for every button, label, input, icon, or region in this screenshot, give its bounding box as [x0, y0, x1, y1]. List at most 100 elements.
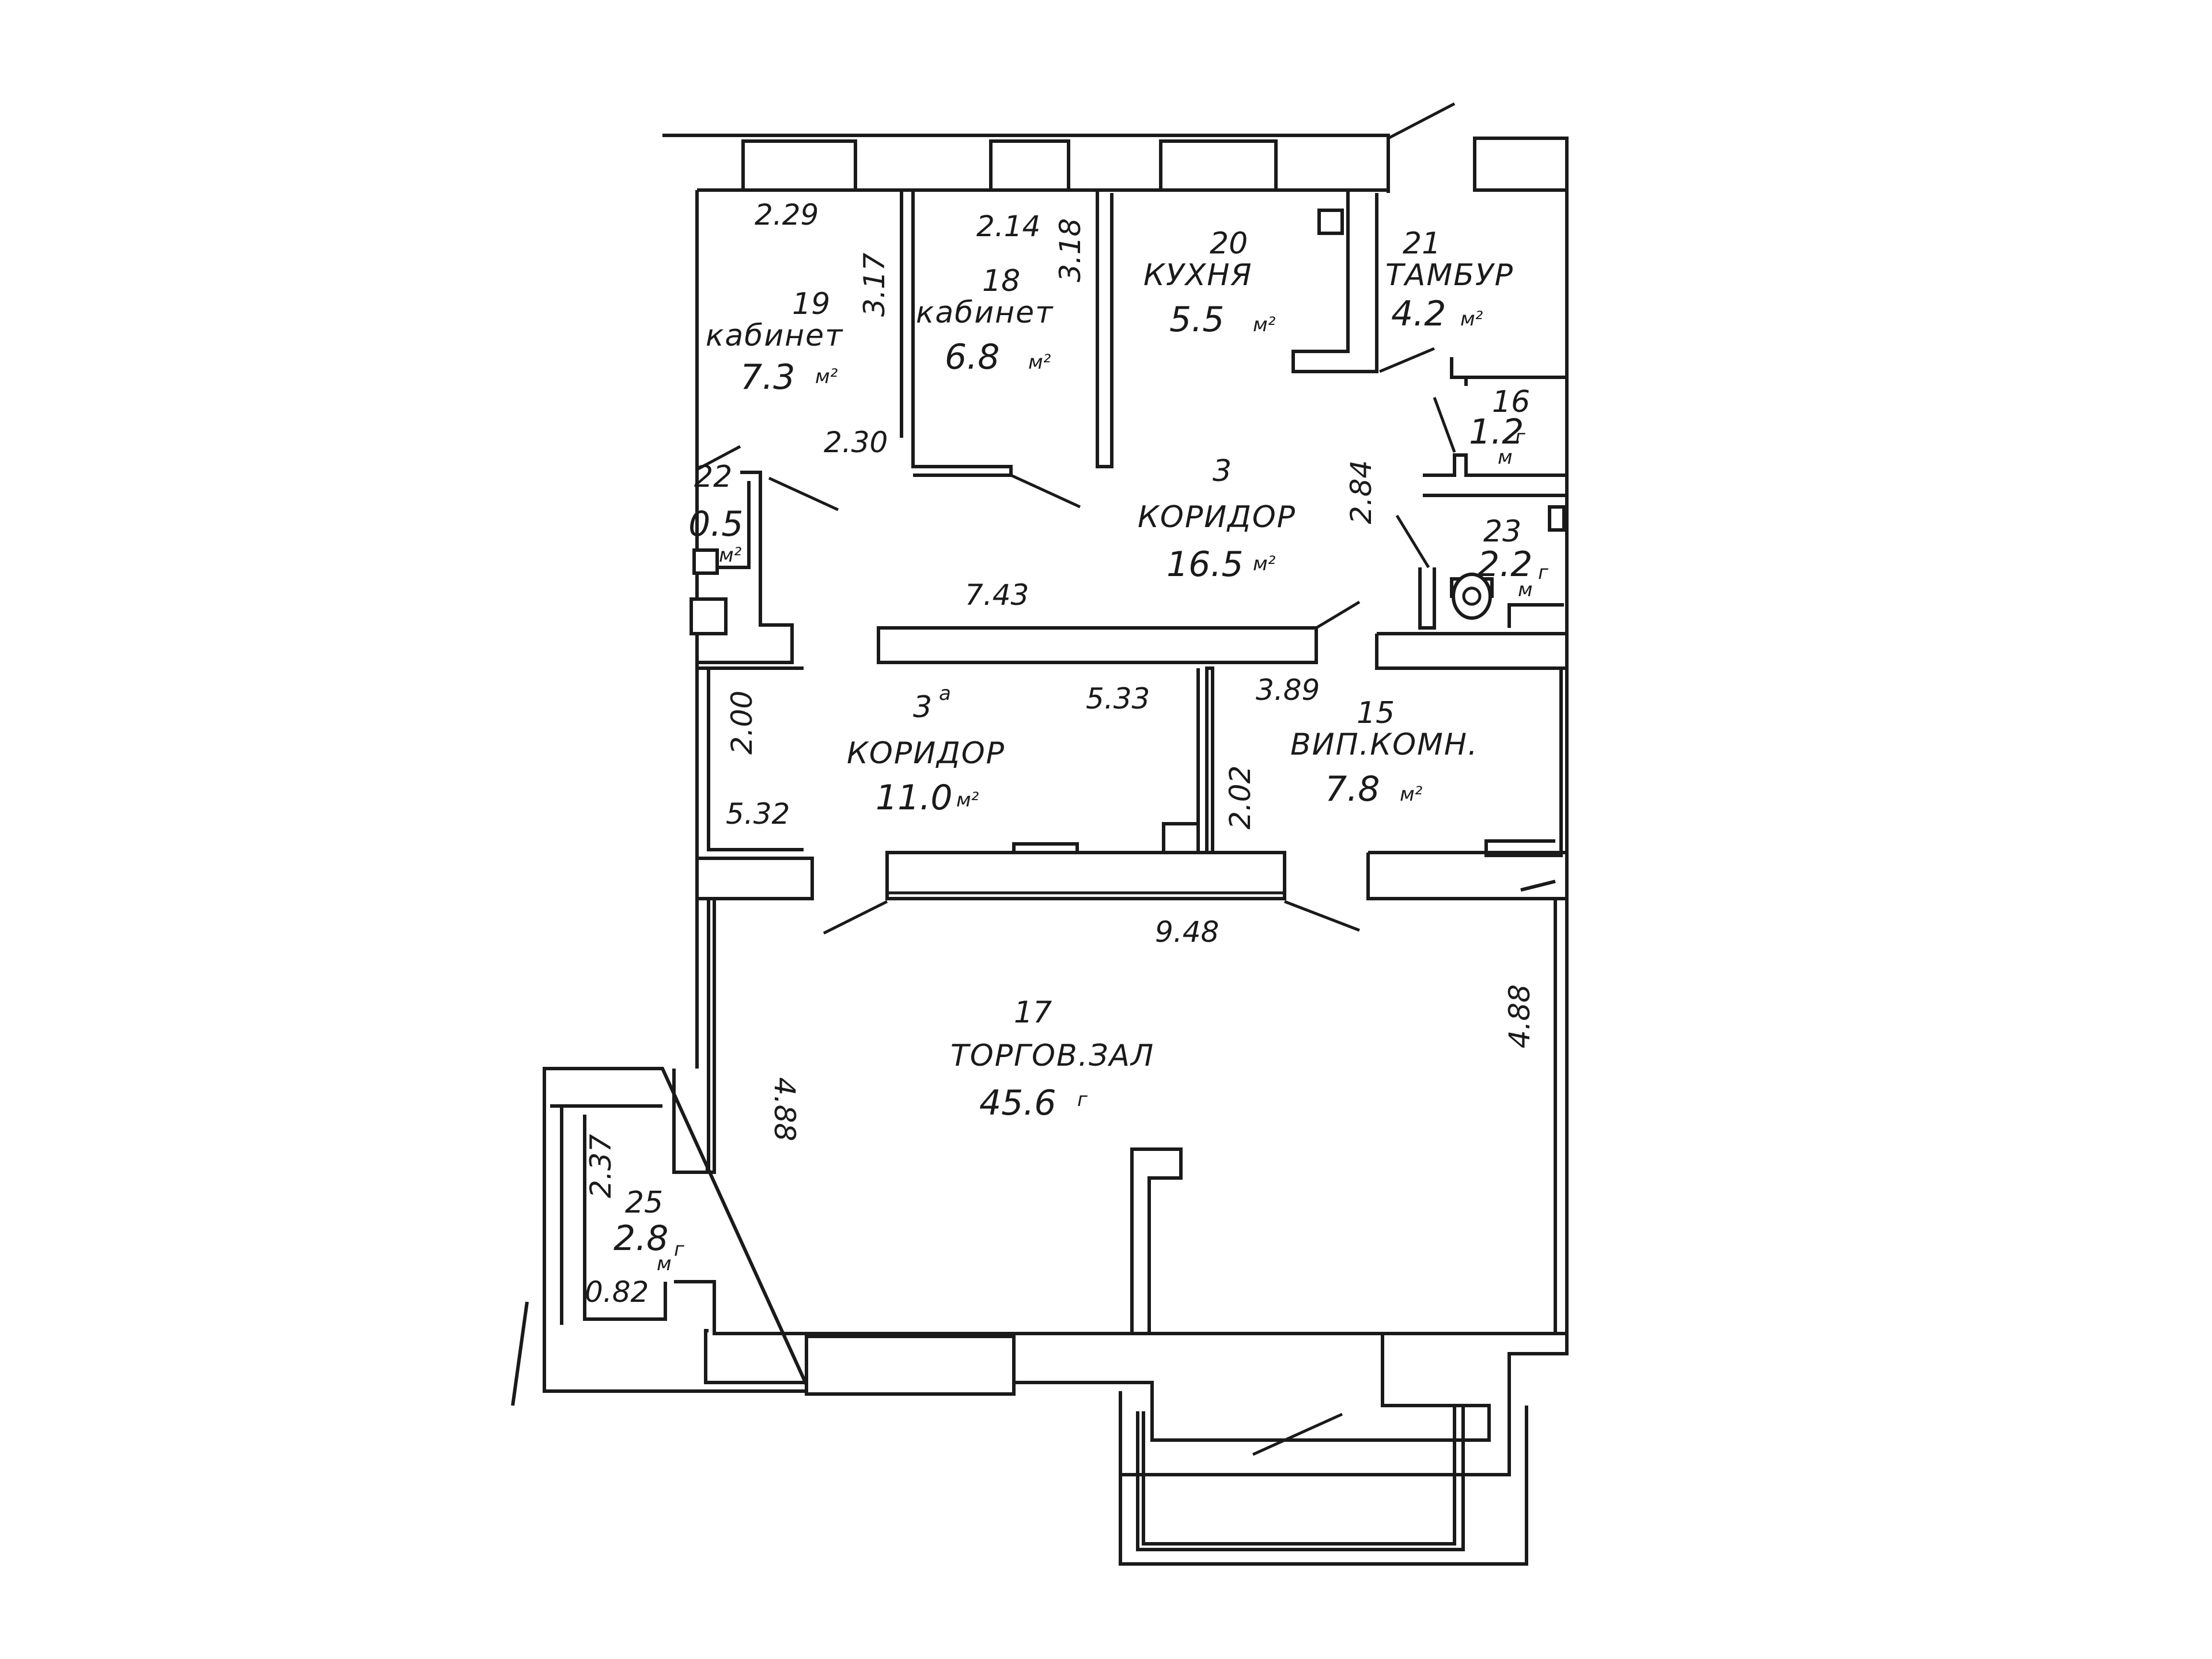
room-22-area: 0.5	[688, 504, 743, 544]
dim-4-88-right: 4.88	[1503, 984, 1536, 1048]
room-15-unit: м²	[1400, 783, 1423, 806]
wc16-door-swing	[1433, 397, 1456, 453]
wall-23-15	[1375, 632, 1567, 670]
hall-column	[1130, 1147, 1183, 1334]
dim-2-37: 2.37	[584, 1134, 618, 1198]
room-3a-name: КОРИДОР	[847, 736, 1005, 771]
wall-3a-17	[885, 851, 1286, 900]
walls	[511, 102, 1569, 1566]
room-3a-label: 3 а КОРИДОР 11.0 м²	[847, 682, 1005, 818]
room-18-area: 6.8	[945, 337, 999, 377]
room-22-unit: м²	[719, 544, 742, 567]
room-20-label: 20 КУХНЯ 5.5 м²	[1143, 226, 1276, 340]
wall-3a	[697, 666, 814, 1069]
room-17-area: 45.6	[979, 1083, 1056, 1123]
dim-9-48: 9.48	[1155, 915, 1219, 949]
room-15-number: 15	[1357, 696, 1395, 730]
wall-15-right	[1484, 666, 1567, 857]
room-19-area: 7.3	[740, 357, 795, 397]
wall-19-18	[900, 190, 1013, 477]
kitchen-vent	[1317, 209, 1344, 235]
room-3-number: 3	[1213, 454, 1232, 488]
column-22	[692, 548, 719, 575]
dim-2-30: 2.30	[824, 426, 888, 459]
dim-3-17: 3.17	[858, 252, 891, 317]
dim-2-00: 2.00	[725, 691, 759, 755]
room-15-label: 15 ВИП.КОМН. 7.8 м²	[1290, 696, 1479, 809]
toilet-seat	[1462, 586, 1482, 606]
room-19-number: 19	[792, 287, 830, 321]
balcony	[1119, 1406, 1528, 1566]
wall-25	[550, 1104, 667, 1325]
room-21-name: ТАМБУР	[1385, 258, 1514, 293]
room-25-unit-sub: м	[657, 1252, 672, 1275]
dim-4-88-left: 4.88	[768, 1077, 801, 1141]
room-19-name: кабинет	[706, 319, 843, 353]
dimensions: 2.29 3.17 2.14 3.18 2.30 2.84 7.43 5.33 …	[584, 198, 1536, 1309]
room-25-label: 25 2.8 г м	[613, 1185, 685, 1275]
room-23-number: 23	[1483, 514, 1521, 549]
room-17-name: ТОРГОВ.ЗАЛ	[950, 1039, 1154, 1073]
wall-16-23	[1423, 453, 1567, 497]
tambour-pocket-wall	[1475, 137, 1569, 190]
wall-hall-left	[706, 899, 710, 1174]
room-17-unit: г	[1077, 1088, 1088, 1111]
room-3-label: 3 КОРИДОР 16.5 м²	[1138, 454, 1296, 585]
wall-25-bottom	[511, 1301, 546, 1406]
hall-door-swing-right	[1284, 900, 1360, 932]
room-25-unit-sup: г	[674, 1238, 685, 1261]
room-23-area: 2.2	[1478, 544, 1532, 585]
column-left	[690, 597, 728, 635]
room-20-area: 5.5	[1169, 300, 1224, 340]
room-16-unit-sup: г	[1515, 426, 1526, 449]
dim-2-29: 2.29	[755, 198, 819, 232]
window-20	[1159, 139, 1278, 192]
kitchen-door-swing	[1379, 347, 1435, 373]
wc23-sink	[1548, 505, 1566, 532]
room-25-area: 2.8	[613, 1218, 668, 1259]
room-23-unit-sup: г	[1538, 561, 1549, 584]
room-18-name: кабинет	[916, 296, 1054, 330]
dim-3-89: 3.89	[1256, 673, 1320, 707]
room-3a-unit: м²	[956, 789, 979, 812]
entrance-door-swing	[1387, 102, 1456, 140]
room-3-unit: м²	[1253, 552, 1276, 575]
room-3a-number-sup: а	[939, 682, 951, 705]
wall-21-16	[1450, 357, 1567, 386]
room-3-name: КОРИДОР	[1138, 500, 1296, 535]
corridor-door-swing-3	[768, 476, 839, 512]
room-16-number: 16	[1492, 385, 1530, 419]
window-19	[741, 139, 857, 192]
dim-2-14: 2.14	[976, 210, 1040, 243]
dim-5-32: 5.32	[726, 797, 790, 831]
room-16-label: 16 1.2 г м	[1469, 385, 1530, 469]
wc23-door-swing	[1395, 514, 1430, 569]
room-15-name: ВИП.КОМН.	[1290, 728, 1479, 762]
room-16-unit-sub: м	[1498, 446, 1513, 469]
window-18	[989, 139, 1070, 192]
room-3-area: 16.5	[1166, 544, 1244, 585]
room-16-area: 1.2	[1469, 412, 1524, 452]
hall-door-swing-left	[823, 900, 888, 935]
window-17	[805, 1335, 1016, 1396]
corridor-door-swing-1	[1315, 600, 1361, 630]
room-15-area: 7.8	[1325, 769, 1380, 809]
room-17-number: 17	[1014, 995, 1052, 1030]
wall-15-bottom	[1366, 851, 1567, 900]
wall-23-left	[1418, 567, 1436, 630]
room-18-number: 18	[982, 264, 1020, 298]
room-20-name: КУХНЯ	[1143, 258, 1252, 293]
room-20-unit: м²	[1253, 313, 1276, 336]
room-25-number: 25	[625, 1185, 663, 1220]
room-19-unit: м²	[815, 365, 838, 388]
wall-hall-left-inner	[672, 899, 716, 1174]
room-23-label: 23 2.2 г м	[1478, 514, 1549, 601]
room-21-label: 21 ТАМБУР 4.2 м²	[1385, 226, 1514, 334]
room-18-label: 18 кабинет 6.8 м²	[916, 264, 1054, 377]
dim-5-33: 5.33	[1086, 682, 1150, 715]
dim-7-43: 7.43	[965, 578, 1029, 612]
room-3a-number: 3	[913, 690, 932, 725]
room-21-area: 4.2	[1391, 294, 1446, 334]
bar-detail	[1012, 842, 1079, 854]
